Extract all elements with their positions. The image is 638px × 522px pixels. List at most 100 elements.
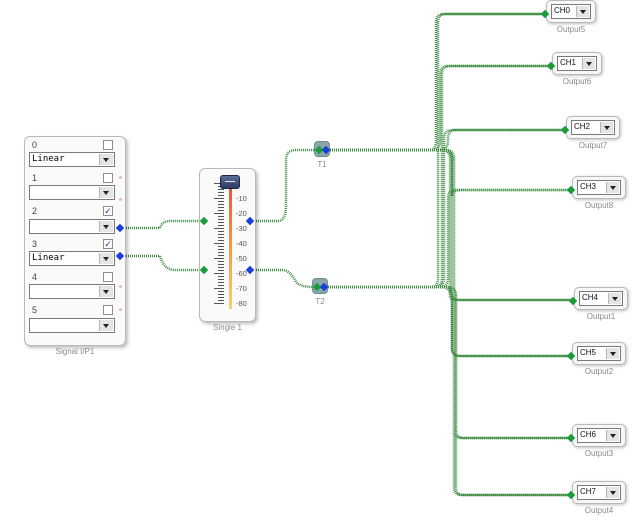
row-5-checkbox[interactable] — [103, 305, 113, 315]
chevron-down-icon[interactable] — [99, 320, 113, 331]
meter-tick — [218, 225, 224, 226]
output-node-4[interactable]: CH4 — [574, 287, 628, 310]
row-2-checkbox[interactable]: ✓ — [103, 206, 113, 216]
chevron-down-icon[interactable] — [99, 154, 113, 165]
row-3-checkbox[interactable]: ✓ — [103, 239, 113, 249]
chevron-down-icon[interactable] — [606, 487, 619, 498]
meter-tick — [214, 183, 224, 184]
chevron-down-icon[interactable] — [608, 293, 621, 304]
output-channel-select[interactable]: CH0 — [551, 4, 591, 19]
row-number-2: 2 — [32, 206, 38, 216]
output-channel-value: CH2 — [574, 122, 591, 131]
meter-scale-label: -70 — [236, 284, 247, 293]
t1-caption: T1 — [317, 160, 327, 169]
row-3-select[interactable]: Linear — [29, 251, 115, 266]
meter-tick — [218, 267, 224, 268]
meter-tick — [218, 285, 224, 286]
meter-tick — [218, 219, 224, 220]
meter-tick — [218, 216, 224, 217]
output-caption: Output1 — [586, 312, 616, 321]
wire-t1-out8 — [328, 148, 572, 197]
output-node-3[interactable]: CH3 — [572, 176, 626, 199]
output-caption: Output5 — [556, 25, 586, 34]
row-4-checkbox[interactable] — [103, 272, 113, 282]
row-number-0: 0 — [32, 140, 38, 150]
output-channel-select[interactable]: CH6 — [577, 428, 621, 443]
meter-tick — [218, 240, 224, 241]
output-node-2[interactable]: CH2 — [566, 116, 620, 139]
row-1-select[interactable] — [29, 185, 115, 200]
row-0-select[interactable]: Linear — [29, 152, 115, 167]
chevron-down-icon[interactable] — [99, 221, 113, 232]
output-channel-select[interactable]: CH2 — [571, 120, 615, 135]
meter-scale-label: -30 — [236, 224, 247, 233]
meter-tick — [218, 252, 224, 253]
chevron-down-icon[interactable] — [582, 58, 595, 69]
signal-input-node[interactable]: 0 Linear 1 2 ✓ 3 ✓ Linear 4 5 — [24, 136, 126, 346]
wire-t1-out6 — [328, 64, 552, 152]
meter-scale-label: -40 — [236, 239, 247, 248]
unconnected-port — [119, 285, 122, 288]
t2-caption: T2 — [315, 297, 325, 306]
meter-scale-label: -50 — [236, 254, 247, 263]
chevron-down-icon[interactable] — [606, 182, 619, 193]
chevron-down-icon[interactable] — [606, 430, 619, 441]
wire-t2-out6 — [328, 64, 552, 289]
meter-tick — [218, 291, 224, 292]
chevron-down-icon[interactable] — [606, 348, 619, 359]
meter-tick — [214, 228, 224, 229]
meter-scale-label: -60 — [236, 269, 247, 278]
output-node-0[interactable]: CH0 — [546, 0, 596, 23]
chevron-down-icon[interactable] — [600, 122, 613, 133]
output-node-1[interactable]: CH1 — [552, 52, 602, 75]
meter-tick — [218, 300, 224, 301]
chevron-down-icon[interactable] — [576, 6, 589, 17]
meter-tick — [218, 270, 224, 271]
row-2-select[interactable] — [29, 219, 115, 234]
output-channel-select[interactable]: CH4 — [579, 291, 623, 306]
row-5-select[interactable] — [29, 318, 115, 333]
wire-signal-ch2-meter — [120, 219, 204, 230]
wire-t1-out3 — [328, 148, 572, 440]
fader-knob[interactable] — [220, 175, 240, 189]
meter-tick — [218, 201, 224, 202]
output-node-5[interactable]: CH5 — [572, 342, 626, 365]
meter-tick — [214, 303, 224, 304]
output-channel-select[interactable]: CH5 — [577, 346, 621, 361]
row-0-checkbox[interactable] — [103, 140, 113, 150]
meter-tick — [218, 210, 224, 211]
meter-node[interactable]: 0-10-20-30-40-50-60-70-80 — [199, 168, 256, 322]
wire-t1-out7 — [328, 128, 566, 152]
meter-scale-label: -10 — [236, 194, 247, 203]
output-channel-value: CH5 — [580, 348, 597, 357]
meter-scale-label: -80 — [236, 299, 247, 308]
output-node-6[interactable]: CH6 — [572, 424, 626, 447]
level-gradient-bar — [229, 183, 232, 309]
row-1-checkbox[interactable] — [103, 173, 113, 183]
output-node-7[interactable]: CH7 — [572, 481, 626, 504]
chevron-down-icon[interactable] — [99, 286, 113, 297]
wire-signal-ch3-meter — [120, 254, 204, 272]
meter-tick — [214, 243, 224, 244]
wire-t2-out3 — [328, 285, 572, 440]
meter-tick — [214, 258, 224, 259]
output-channel-select[interactable]: CH3 — [577, 180, 621, 195]
meter-tick — [218, 222, 224, 223]
output-channel-select[interactable]: CH7 — [577, 485, 621, 500]
output-channel-value: CH0 — [554, 6, 571, 15]
chevron-down-icon[interactable] — [99, 187, 113, 198]
meter-tick — [218, 261, 224, 262]
row-0-select-value: Linear — [32, 154, 65, 164]
output-channel-value: CH7 — [580, 487, 597, 496]
chevron-down-icon[interactable] — [99, 253, 113, 264]
meter-tick — [218, 231, 224, 232]
output-caption: Output4 — [584, 506, 614, 515]
row-4-select[interactable] — [29, 284, 115, 299]
meter-tick — [218, 264, 224, 265]
output-channel-select[interactable]: CH1 — [557, 56, 597, 71]
wire-meter-t2 — [250, 268, 315, 289]
meter-tick — [218, 297, 224, 298]
meter-tick — [218, 237, 224, 238]
meter-tick — [218, 234, 224, 235]
